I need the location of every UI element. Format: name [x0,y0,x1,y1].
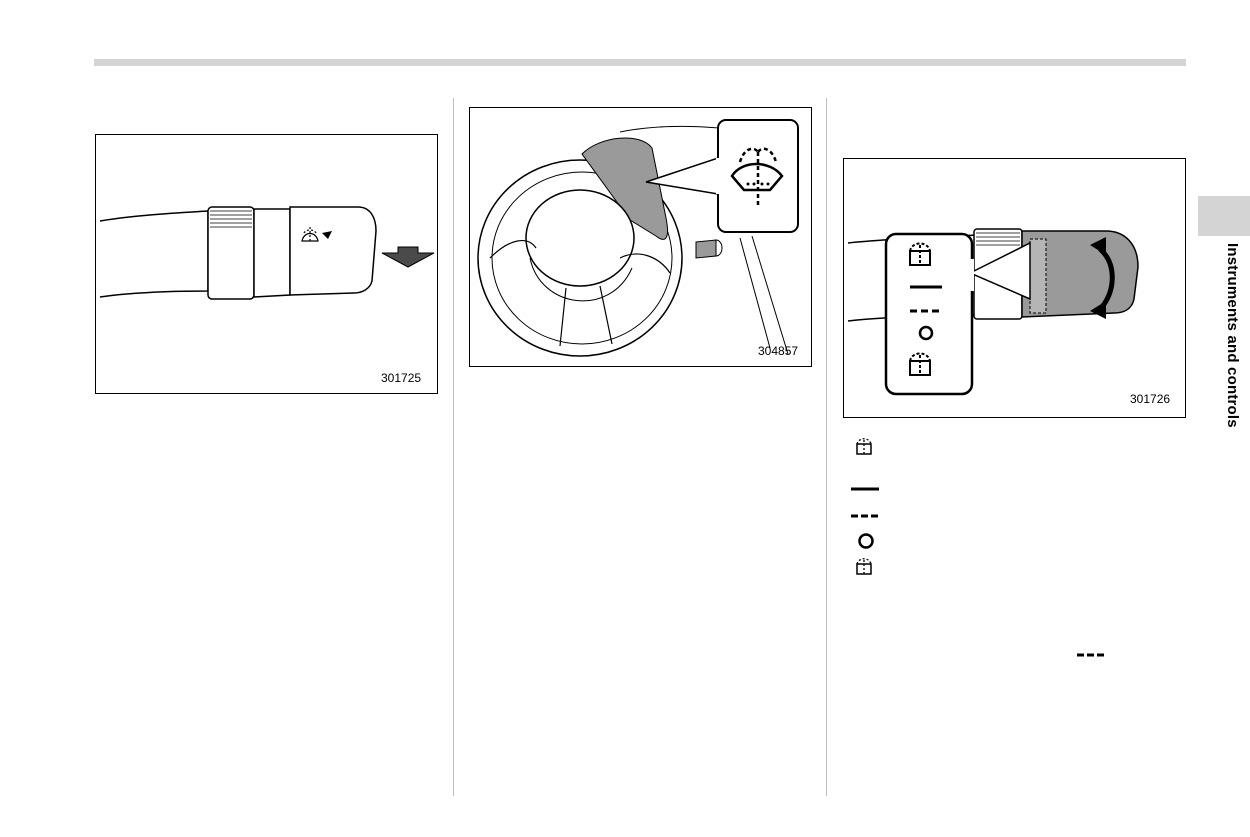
washer-mist-icon [856,438,872,455]
section-tab-marker [1198,196,1250,236]
figure-lever-modes: 301726 [843,158,1186,418]
dashed-line-icon [1077,653,1105,657]
top-rule [94,59,1186,66]
steering-wheel-illustration [477,119,799,357]
figure-id: 301725 [381,371,422,385]
figure-lever-mist: 301725 [95,134,438,394]
wiper-lever-illustration [99,206,435,300]
circle-off-icon [858,533,874,549]
lever-modes-illustration [847,228,1139,396]
washer-icon [730,147,784,208]
column-divider-right [826,98,827,796]
figure-id: 304857 [758,344,799,358]
section-tab-label: Instruments and controls [1224,243,1241,428]
figure-id: 301726 [1130,392,1171,406]
washer-mist-icon [856,558,872,575]
figure-steering-wheel: 304857 [469,107,812,367]
dashed-line-icon [851,514,879,518]
solid-line-icon [851,487,879,491]
column-divider-left [453,98,454,796]
